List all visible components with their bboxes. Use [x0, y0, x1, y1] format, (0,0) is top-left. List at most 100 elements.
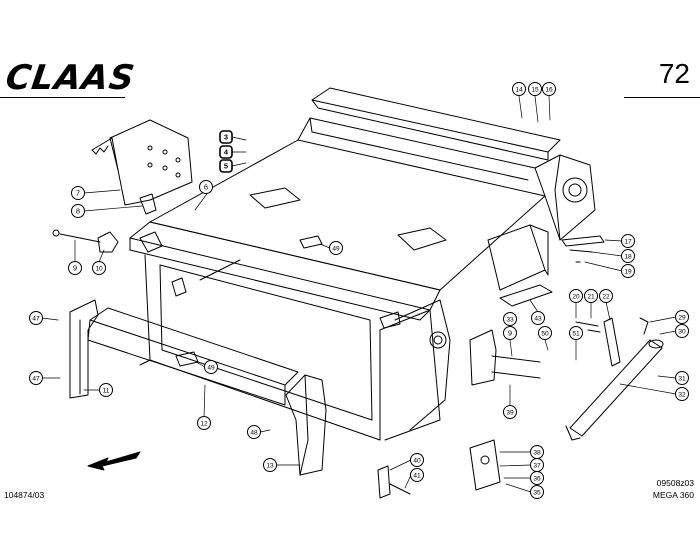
leader-line [534, 95, 539, 123]
callout-22: 22 [599, 289, 613, 303]
callout-49: 49 [204, 360, 218, 374]
callout-10: 10 [92, 261, 106, 275]
main-frame [129, 117, 596, 441]
front-cross-beam [87, 307, 299, 406]
callout-text: 3 [224, 133, 228, 142]
callout-text: 20 [572, 294, 580, 301]
drawing-code: 09508z03 [656, 478, 694, 488]
callout-text: 29 [678, 315, 686, 322]
callout-text: 19 [624, 269, 632, 276]
leader-line [619, 383, 677, 395]
leader-line [195, 361, 206, 368]
callout-37: 37 [530, 458, 544, 472]
clamp-plate [469, 439, 501, 491]
leader-line [657, 375, 677, 379]
callout-text: 38 [533, 450, 541, 457]
hinge-bracket [52, 229, 119, 253]
callout-text: 18 [624, 254, 632, 261]
callout-text: 4 [224, 148, 229, 157]
leader-line [83, 205, 143, 212]
leader-line [505, 483, 532, 493]
callout-text: 11 [103, 388, 110, 395]
callout-text: 50 [541, 331, 549, 338]
leader-line [544, 339, 549, 351]
callout-4: 4 [219, 145, 233, 159]
callout-39: 39 [503, 405, 517, 419]
callout-text: 43 [534, 316, 542, 323]
direction-arrow-icon [87, 451, 141, 471]
callout-21: 21 [584, 289, 598, 303]
left-upright-bracket [69, 299, 99, 399]
callout-15: 15 [528, 82, 542, 96]
support-bracket [561, 235, 605, 263]
callout-17: 17 [621, 234, 635, 248]
right-upright-bracket [285, 374, 327, 476]
leader-line [584, 261, 623, 272]
callout-text: 35 [533, 490, 541, 497]
top-cover-panel [311, 87, 561, 161]
callout-text: 47 [32, 316, 40, 323]
callout-text: 7 [76, 189, 80, 198]
callout-9: 9 [503, 326, 517, 340]
rear-guard-shield [487, 224, 553, 307]
callout-text: 14 [515, 87, 523, 94]
callout-text: 15 [531, 87, 539, 94]
callout-3: 3 [219, 130, 233, 144]
page-number: 72 [658, 58, 690, 89]
leader-line [649, 316, 677, 323]
leader-line [509, 339, 513, 357]
callout-30: 30 [675, 324, 689, 338]
callout-9: 9 [68, 261, 82, 275]
callout-text: 17 [624, 239, 632, 246]
callout-29: 29 [675, 310, 689, 324]
callout-text: 41 [413, 473, 421, 480]
callout-8: 8 [71, 204, 85, 218]
callout-13: 13 [263, 458, 277, 472]
callout-14: 14 [512, 82, 526, 96]
callout-text: 8 [76, 207, 80, 216]
leader-line [605, 301, 611, 321]
callout-text: 9 [508, 329, 512, 338]
callout-text: 37 [533, 463, 541, 470]
callout-text: 48 [250, 430, 258, 437]
callout-31: 31 [675, 371, 689, 385]
leader-line [529, 299, 539, 313]
callout-43: 43 [531, 311, 545, 325]
leader-line [98, 249, 105, 263]
leader-line [231, 136, 247, 141]
callout-32: 32 [675, 387, 689, 401]
leader-line [319, 243, 331, 249]
callout-41: 41 [410, 468, 424, 482]
callout-text: 9 [73, 264, 77, 273]
callout-48: 48 [247, 425, 261, 439]
small-clip-bracket [377, 465, 411, 499]
callout-18: 18 [621, 249, 635, 263]
tube-strut [565, 317, 664, 441]
callout-text: 10 [95, 266, 103, 273]
callout-5: 5 [219, 159, 233, 173]
callout-38: 38 [530, 445, 544, 459]
callout-text: 49 [332, 246, 340, 253]
leader-line [404, 474, 412, 489]
leader-line [389, 459, 412, 471]
callout-leaders [41, 95, 677, 493]
callout-text: 47 [32, 376, 40, 383]
leader-line [231, 162, 247, 167]
callout-text: 49 [207, 365, 215, 372]
mounting-bracket [469, 329, 541, 386]
leader-line [259, 429, 271, 433]
leader-line [548, 95, 551, 121]
callout-text: 5 [224, 162, 228, 171]
leader-line [604, 239, 623, 242]
callout-6: 6 [199, 180, 213, 194]
leader-line [591, 251, 623, 257]
leader-line [83, 189, 121, 194]
callout-33: 33 [503, 312, 517, 326]
link-arm [575, 317, 621, 367]
callout-11: 11 [99, 383, 113, 397]
callout-35: 35 [530, 485, 544, 499]
callout-text: 32 [678, 392, 686, 399]
callout-51: 51 [569, 326, 583, 340]
callout-16: 16 [542, 82, 556, 96]
callout-text: 30 [678, 329, 686, 336]
